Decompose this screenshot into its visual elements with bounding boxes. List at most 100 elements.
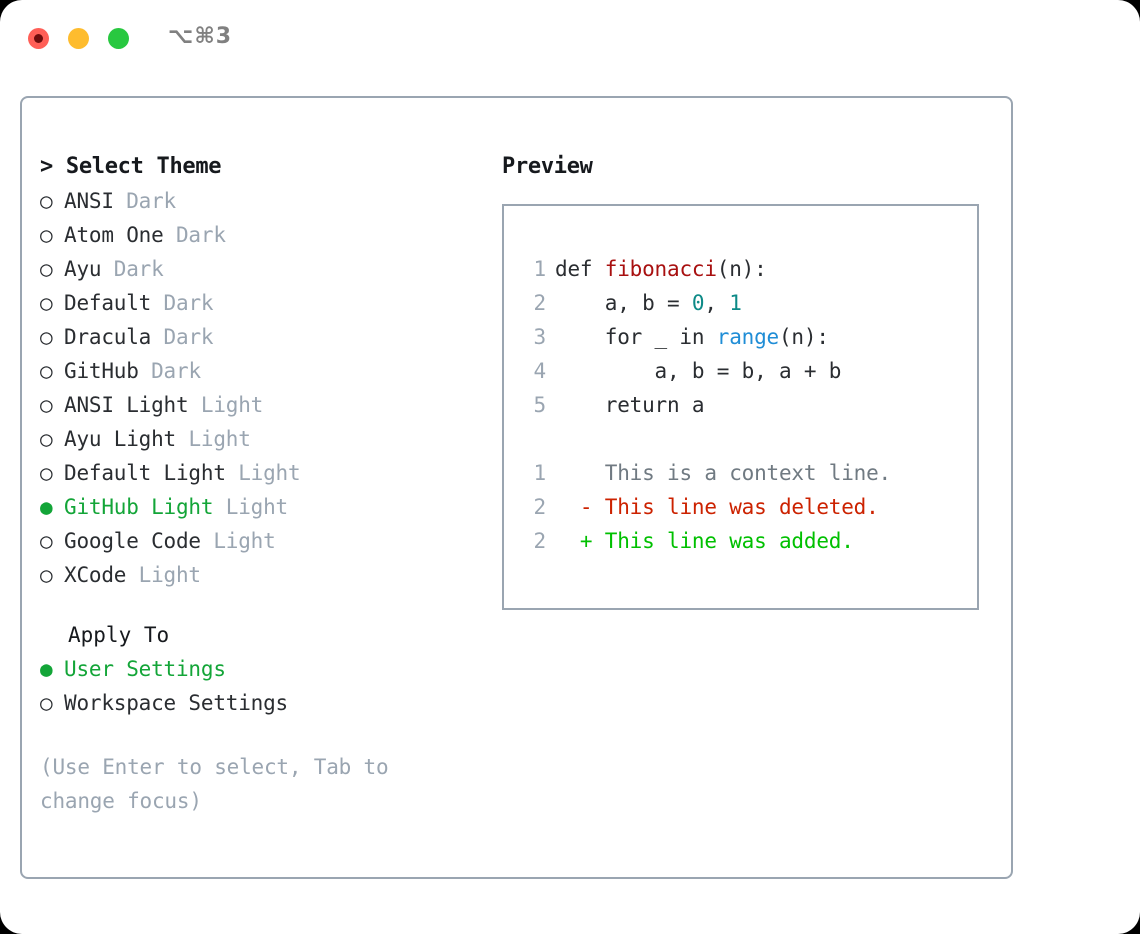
- code-text: (n):: [778, 325, 829, 349]
- code-text: return a: [555, 393, 705, 417]
- preview-heading: Preview: [502, 154, 593, 179]
- diff-text: This line was deleted.: [604, 495, 879, 519]
- code-text: for _ in: [555, 325, 717, 349]
- keyboard-hint-text: (Use Enter to select, Tab to change focu…: [40, 755, 401, 813]
- diff-line: 2 + This line was added.: [520, 524, 977, 558]
- code-call-token: range: [716, 325, 779, 349]
- apply-to-option[interactable]: ○ Workspace Settings: [40, 686, 490, 720]
- radio-unselected-icon: ○: [40, 427, 53, 451]
- diff-sample: 1 This is a context line. 2 - This line w…: [520, 456, 977, 558]
- theme-name-label: Dracula: [64, 325, 152, 349]
- radio-selected-icon: ●: [40, 495, 53, 519]
- line-number: 3: [533, 325, 547, 349]
- theme-list-item[interactable]: ○ ANSI Dark: [40, 184, 490, 218]
- theme-name-label: Ayu: [64, 257, 102, 281]
- radio-unselected-icon: ○: [40, 189, 53, 213]
- select-theme-heading: > Select Theme: [40, 154, 222, 179]
- radio-unselected-icon: ○: [40, 223, 53, 247]
- keyboard-shortcut-label: ⌥⌘3: [168, 24, 233, 49]
- radio-selected-icon: ●: [40, 657, 53, 681]
- code-line: 1 def fibonacci(n):: [520, 252, 977, 286]
- apply-to-heading: Apply To: [68, 623, 170, 647]
- line-number: 4: [533, 359, 547, 383]
- code-text: def: [555, 257, 605, 281]
- radio-unselected-icon: ○: [40, 461, 53, 485]
- apply-to-list: ●User Settings ○ Workspace Settings: [40, 652, 490, 720]
- diff-text: This is a context line.: [604, 461, 891, 485]
- code-text: a, b = b, a + b: [555, 359, 842, 383]
- diff-text: This line was added.: [604, 529, 854, 553]
- radio-unselected-icon: ○: [40, 291, 53, 315]
- apply-to-label: Workspace Settings: [64, 691, 288, 715]
- theme-name-label: Atom One: [64, 223, 164, 247]
- apply-to-option[interactable]: ●User Settings: [40, 652, 490, 686]
- theme-category-label: Light: [188, 393, 264, 417]
- theme-list-item[interactable]: ○ Dracula Dark: [40, 320, 490, 354]
- title-bar: ⌥⌘3: [0, 0, 1140, 78]
- theme-name-label: Ayu Light: [64, 427, 176, 451]
- theme-list-item[interactable]: ○Default Light Light: [40, 456, 490, 490]
- radio-unselected-icon: ○: [40, 691, 53, 715]
- theme-name-label: ANSI Light: [64, 393, 189, 417]
- theme-category-label: Light: [213, 495, 288, 519]
- theme-list-item[interactable]: ○ Default Dark: [40, 286, 490, 320]
- theme-category-label: Light: [126, 563, 201, 587]
- close-button-icon[interactable]: [28, 28, 49, 49]
- code-text: (n):: [716, 257, 767, 281]
- theme-list-item[interactable]: ○GitHub Dark: [40, 354, 490, 388]
- code-number-token: 1: [729, 291, 742, 315]
- code-number-token: 0: [691, 291, 705, 315]
- theme-name-label: Google Code: [64, 529, 201, 553]
- code-function-token: fibonacci: [604, 257, 717, 281]
- code-line: 2 a, b = 0, 1: [520, 286, 977, 320]
- theme-name-label: Default Light: [64, 461, 226, 485]
- minimize-button-icon[interactable]: [68, 28, 89, 49]
- theme-category-label: Dark: [151, 325, 214, 349]
- line-number: 1: [533, 257, 547, 281]
- code-diff-spacer: [520, 422, 977, 456]
- maximize-button-icon[interactable]: [108, 28, 129, 49]
- theme-name-label: GitHub Light: [64, 495, 214, 519]
- diff-line-number: 1: [533, 461, 547, 485]
- code-text: a, b =: [555, 291, 692, 315]
- apply-to-section: Apply To ●User Settings ○ Workspace Settin…: [40, 618, 490, 720]
- radio-unselected-icon: ○: [40, 325, 53, 349]
- radio-unselected-icon: ○: [40, 359, 53, 383]
- theme-category-label: Dark: [138, 359, 201, 383]
- diff-sign: [555, 461, 605, 485]
- diff-sign: -: [555, 495, 605, 519]
- line-number: 2: [533, 291, 547, 315]
- theme-list-item[interactable]: ○ Ayu Light Light: [40, 422, 490, 456]
- theme-category-label: Dark: [113, 189, 176, 213]
- theme-selector-panel: > Select Theme ○ANSI Dark○Atom One Dark○…: [40, 150, 490, 818]
- line-number: 5: [533, 393, 547, 417]
- content-frame: > Select Theme ○ANSI Dark○Atom One Dark○…: [20, 96, 1013, 879]
- theme-name-label: Default: [64, 291, 152, 315]
- theme-category-label: Dark: [163, 223, 226, 247]
- code-line: 5 return a: [520, 388, 977, 422]
- theme-name-label: XCode: [64, 563, 127, 587]
- diff-line: 2 - This line was deleted.: [520, 490, 977, 524]
- diff-line-number: 2: [533, 529, 547, 553]
- code-line: 4 a, b = b, a + b: [520, 354, 977, 388]
- diff-line-number: 2: [533, 495, 547, 519]
- theme-list-item[interactable]: ● GitHub Light Light: [40, 490, 490, 524]
- radio-unselected-icon: ○: [40, 529, 53, 553]
- theme-list-item[interactable]: ○ANSI Light Light: [40, 388, 490, 422]
- radio-unselected-icon: ○: [40, 257, 53, 281]
- code-text: ,: [704, 291, 730, 315]
- theme-name-label: ANSI: [64, 189, 114, 213]
- theme-list-item[interactable]: ○ XCode Light: [40, 558, 490, 592]
- theme-category-label: Dark: [151, 291, 214, 315]
- radio-unselected-icon: ○: [40, 563, 53, 587]
- theme-category-label: Dark: [101, 257, 164, 281]
- theme-list-item[interactable]: ○Google Code Light: [40, 524, 490, 558]
- theme-list-item[interactable]: ○ Atom One Dark: [40, 218, 490, 252]
- diff-sign: +: [555, 529, 605, 553]
- theme-category-label: Light: [176, 427, 251, 451]
- theme-list-item[interactable]: ○ Ayu Dark: [40, 252, 490, 286]
